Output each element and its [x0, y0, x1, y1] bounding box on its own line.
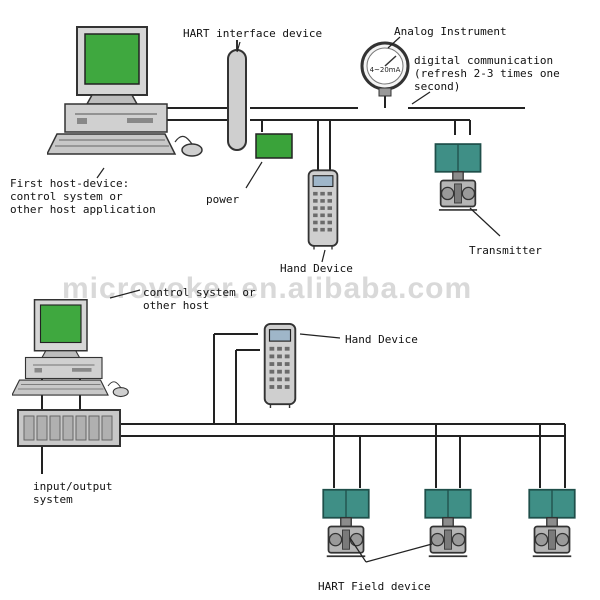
field-device-1-icon — [322, 488, 370, 558]
field-device-label: HART Field device — [318, 580, 431, 593]
analog-instrument-label: Analog Instrument — [394, 25, 507, 38]
watermark-text: microvoker.en.alibaba.com — [62, 272, 473, 305]
hand-device-top-label: Hand Device — [280, 262, 353, 275]
hand-device-bottom-label: Hand Device — [345, 333, 418, 346]
host-computer-icon — [47, 26, 203, 157]
top-leader-lines — [96, 36, 501, 263]
hand-device-top-icon — [307, 169, 339, 250]
hand-device-bottom-icon — [263, 322, 297, 408]
transmitter-icon — [434, 142, 482, 212]
bottom-leader-lines — [109, 289, 433, 563]
host-device-label: First host-device: control system or oth… — [10, 177, 156, 216]
bottom-section — [12, 289, 576, 563]
digital-communication-label: digital communication (refresh 2-3 times… — [414, 54, 560, 93]
control-system-label: control system or other host — [143, 286, 256, 312]
hart-interface-icon — [227, 40, 247, 151]
transmitter-label: Transmitter — [469, 244, 542, 257]
analog-gauge-icon: 4~20mA — [360, 41, 410, 97]
gauge-face-text: 4~20mA — [370, 66, 401, 74]
io-system-label: input/output system — [33, 480, 113, 506]
control-system-computer-icon — [12, 299, 129, 398]
hart-interface-label: HART interface device — [183, 27, 323, 40]
power-supply-icon — [255, 133, 293, 159]
top-section: 4~20mA — [47, 26, 525, 263]
power-label: power — [206, 193, 240, 206]
field-device-3-icon — [528, 488, 576, 558]
io-system-icon — [17, 409, 121, 447]
field-device-2-icon — [424, 488, 472, 558]
